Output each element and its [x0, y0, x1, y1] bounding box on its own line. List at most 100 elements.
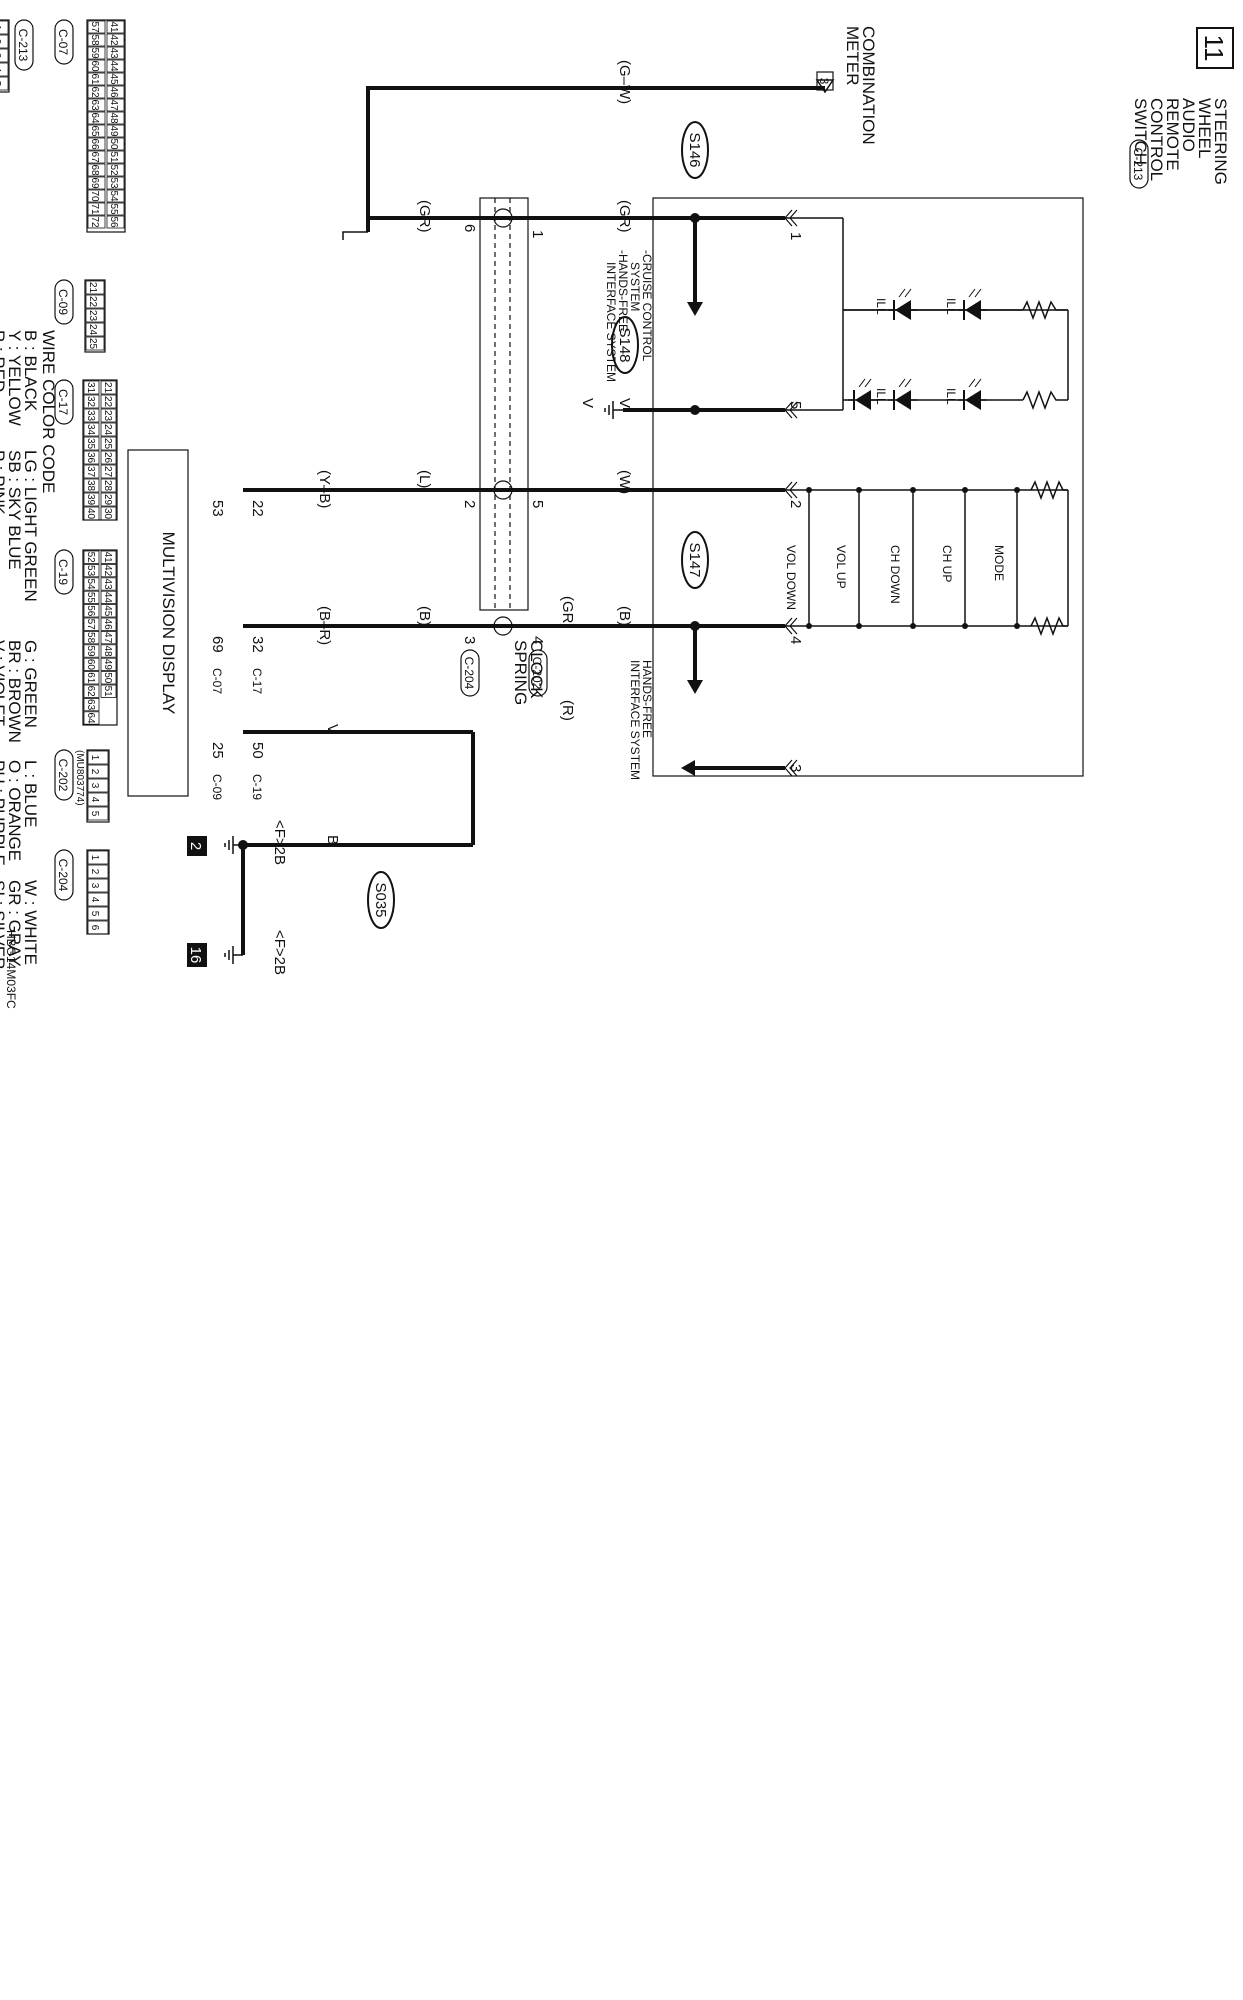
connector-pin-cell	[83, 617, 100, 631]
ground-label: <F>2B	[271, 930, 288, 975]
connector-pin-cell	[83, 631, 100, 645]
svg-text:V: V	[616, 398, 633, 408]
switch-pin: 3	[787, 764, 804, 772]
svg-text:B: B	[324, 835, 341, 845]
display-label: MULTIVISION DISPLAY	[159, 532, 178, 715]
connector-pin-cell	[87, 215, 106, 229]
connector-pin-cell	[83, 577, 100, 591]
clock-pin: 5	[529, 500, 546, 508]
connector-pin-cell	[106, 20, 125, 34]
connector-pin-number: 47	[102, 632, 113, 644]
svg-text:(L): (L)	[416, 470, 433, 488]
connector-pin-cell	[106, 189, 125, 203]
svg-text:SYSTEM: SYSTEM	[628, 262, 642, 311]
clock-pin: 1	[529, 230, 546, 238]
switch-label-vol-down: VOL DOWN	[784, 545, 798, 610]
connector-pin-number: 48	[102, 645, 113, 657]
svg-text:WHEEL: WHEEL	[1195, 98, 1214, 158]
svg-text:(GR): (GR)	[616, 200, 633, 233]
switch-label-ch-down: CH DOWN	[888, 545, 902, 604]
wire-color-gw: (G–W)	[616, 60, 633, 104]
connector-pin-number: 59	[85, 645, 96, 657]
svg-text:GR : GRAY: GR : GRAY	[5, 880, 24, 967]
connector-pin-number: 5	[89, 911, 100, 917]
connector-pin-number: 39	[85, 494, 96, 506]
connector-pin-cell	[87, 778, 109, 793]
connector-pin-number: 71	[89, 203, 100, 215]
connector-pin-cell	[87, 202, 106, 216]
page-number-box	[1196, 27, 1234, 69]
connector-pin-number: 23	[87, 310, 98, 322]
connector-pin-cell	[83, 657, 100, 671]
svg-text:CONTROL: CONTROL	[1147, 98, 1166, 181]
ill-label: ILL	[874, 388, 888, 405]
conn-c19-face: 4142434445464748495051525354555657585960…	[82, 549, 118, 726]
connector-pin-number: 45	[108, 73, 119, 85]
connector-pin-number: 33	[85, 410, 96, 422]
connector-pin-number: 55	[85, 592, 96, 604]
connector-pin-number: 27	[102, 466, 113, 478]
connector-pin-number: 41	[102, 552, 113, 564]
wire-gw	[366, 86, 825, 232]
connector-pin-number: 31	[85, 382, 96, 394]
connector-pin-number: 3	[89, 883, 100, 889]
connector-pin-number: 49	[102, 659, 113, 671]
svg-text:Y : YELLOW: Y : YELLOW	[5, 330, 24, 426]
connector-pin-cell	[83, 671, 100, 685]
svg-text:HANDS-FREE: HANDS-FREE	[640, 660, 654, 738]
connector-pin-number: 1	[89, 855, 100, 861]
connector-pin-cell	[87, 85, 106, 99]
hands-free-target: HANDS-FREE INTERFACE SYSTEM	[628, 660, 654, 780]
connector-pin-number: 66	[89, 138, 100, 150]
connector-pin-number: 6	[89, 925, 100, 931]
clock-pin: 2	[461, 500, 478, 508]
connector-pin-cell	[100, 617, 117, 631]
conn-c213-label: C-213	[16, 29, 30, 62]
connector-pin-cell	[83, 644, 100, 658]
connector-pin-cell	[87, 124, 106, 138]
connector-pin-number: 46	[102, 619, 113, 631]
connector-pin-cell	[100, 422, 117, 437]
connector-pin-number: 21	[87, 282, 98, 294]
connector-pin-cell	[83, 697, 100, 712]
svg-text:C-07: C-07	[210, 668, 224, 694]
connector-pin-number: 22	[87, 296, 98, 308]
connector-pin-number: 60	[89, 60, 100, 72]
conn-c204-label: C-204	[56, 859, 70, 892]
svg-text:V: V	[579, 398, 596, 408]
connector-pin-number: 57	[85, 619, 96, 631]
cruise-target: -CRUISE CONTROL SYSTEM -HANDS-FREE INTER…	[604, 250, 654, 382]
svg-text:(W): (W)	[616, 470, 633, 494]
connector-pin-cell	[87, 163, 106, 177]
switch-label-vol-up: VOL UP	[834, 545, 848, 589]
conn-c17-label: C-17	[56, 389, 70, 415]
ill-label: ILL	[874, 298, 888, 315]
connector-pin-cell	[100, 478, 117, 493]
svg-text:INTERFACE SYSTEM: INTERFACE SYSTEM	[628, 660, 642, 780]
connector-pin-number: 4	[89, 897, 100, 903]
connector-pin-number: 42	[108, 34, 119, 46]
connector-pin-cell	[100, 563, 117, 578]
connector-pin-cell	[87, 878, 109, 893]
connector-pin-number: 63	[85, 699, 96, 711]
connector-pin-cell	[83, 563, 100, 578]
connector-pin-cell	[100, 590, 117, 605]
connector-pin-cell	[87, 806, 109, 821]
connector-pin-cell	[85, 308, 105, 323]
svg-text:S035: S035	[372, 882, 389, 917]
svg-text:(B): (B)	[416, 606, 433, 626]
connector-pin-cell	[100, 450, 117, 465]
connector-pin-number: 2	[89, 769, 100, 775]
svg-text:R : RED: R : RED	[0, 330, 8, 392]
connector-pin-number: 2	[89, 869, 100, 875]
connector-pin-cell	[106, 137, 125, 151]
connector-pin-number: 23	[102, 410, 113, 422]
connector-pin-cell	[87, 33, 106, 47]
connector-pin-number: 28	[102, 480, 113, 492]
connector-pin-number: 24	[87, 324, 98, 336]
switch-contacts: MODE CH UP CH DOWN VOL UP VOL DOWN	[784, 487, 1020, 629]
svg-text:AUDIO: AUDIO	[1179, 98, 1198, 152]
